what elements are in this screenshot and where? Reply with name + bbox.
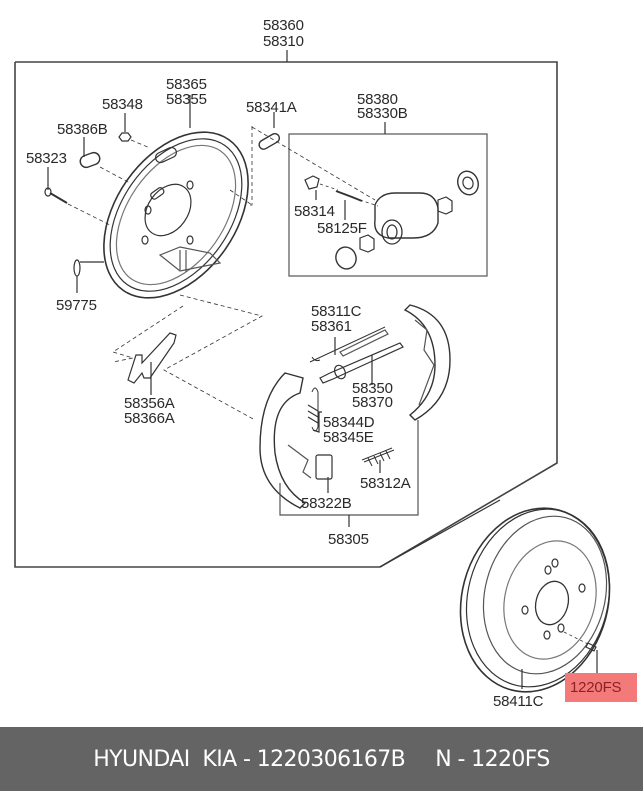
label-58312A: 58312A <box>360 475 411 492</box>
label-58322B: 58322B <box>301 495 352 512</box>
label-58310: 58310 <box>263 33 304 50</box>
label-58330B: 58330B <box>357 105 408 122</box>
label-58356A: 58356A <box>124 395 175 412</box>
label-58380: 58380 <box>357 91 398 108</box>
parts-diagram: 58360 58310 58365 58355 58348 58386B 583… <box>14 17 637 710</box>
backing-plate-drawing <box>103 131 249 299</box>
label-58355: 58355 <box>166 91 207 108</box>
label-58341A: 58341A <box>246 99 297 116</box>
label-58411C: 58411C <box>493 693 544 710</box>
part-number-footer: HYUNDAI KIA - 1220306167B N - 1220FS <box>0 727 643 791</box>
label-58350: 58350 <box>352 380 393 397</box>
label-58314: 58314 <box>294 203 335 220</box>
label-58386B: 58386B <box>57 121 108 138</box>
label-58344D: 58344D <box>323 414 375 431</box>
label-58311C: 58311C <box>311 303 362 320</box>
label-58366A: 58366A <box>124 410 175 427</box>
label-58323: 58323 <box>26 150 67 167</box>
highlighted-part-badge[interactable]: 1220FS <box>565 673 637 702</box>
diagram-drawing <box>14 50 611 693</box>
wheel-cylinder-drawing <box>304 170 479 270</box>
label-58361: 58361 <box>311 318 352 335</box>
label-1220FS: 1220FS <box>570 679 622 696</box>
label-58365: 58365 <box>166 76 207 93</box>
assembly-frame <box>14 61 558 568</box>
wheel-cylinder-frame <box>288 133 488 277</box>
label-58360: 58360 <box>263 17 304 34</box>
brake-drum-drawing <box>459 507 611 693</box>
label-58348: 58348 <box>102 96 143 113</box>
label-58125F: 58125F <box>317 220 367 237</box>
footer-brand-part: HYUNDAI KIA - 1220306167B <box>93 746 406 772</box>
footer-part-code: N - 1220FS <box>435 746 550 772</box>
label-58345E: 58345E <box>323 429 374 446</box>
label-58370: 58370 <box>352 394 393 411</box>
label-58305: 58305 <box>328 531 369 548</box>
label-59775: 59775 <box>56 297 97 314</box>
